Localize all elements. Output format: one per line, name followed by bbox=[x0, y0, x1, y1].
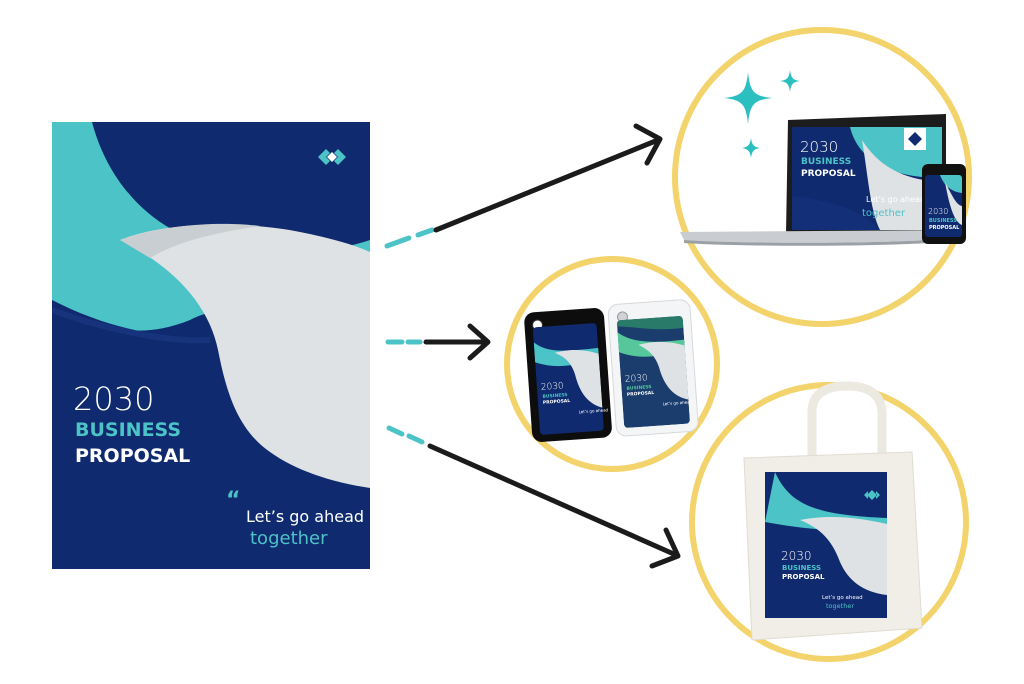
svg-text:2030: 2030 bbox=[541, 381, 565, 393]
small-phone-title-proposal: PROPOSAL bbox=[929, 225, 960, 231]
laptop-year: 2030 bbox=[800, 138, 838, 156]
svg-text:BUSINESS: BUSINESS bbox=[542, 392, 567, 400]
laptop-title-business: BUSINESS bbox=[801, 157, 851, 167]
tote-title-business: BUSINESS bbox=[782, 564, 821, 572]
svg-text:BUSINESS: BUSINESS bbox=[626, 384, 651, 392]
phone-case-white: 2030 BUSINESS PROPOSAL Let’s go ahead bbox=[607, 299, 699, 437]
arrow-middle bbox=[385, 323, 491, 361]
arrow-top bbox=[384, 123, 663, 249]
tote-year: 2030 bbox=[781, 549, 812, 563]
tote-slogan-line1: Let’s go ahead bbox=[822, 595, 863, 601]
arrow-right-icon bbox=[649, 527, 681, 569]
tote-bag-icon: 2030 BUSINESS PROPOSAL Let’s go ahead to… bbox=[743, 381, 923, 641]
arrow-bottom bbox=[386, 425, 681, 569]
phone-icon: 2030 BUSINESS PROPOSAL bbox=[922, 164, 966, 244]
diamond-logo-icon bbox=[318, 149, 346, 165]
poster-year: 2030 bbox=[73, 380, 154, 418]
svg-text:PROPOSAL: PROPOSAL bbox=[543, 398, 571, 406]
laptop-base bbox=[680, 230, 955, 243]
tote-handle bbox=[807, 381, 887, 468]
diamond-logo-icon bbox=[908, 132, 922, 146]
svg-text:PROPOSAL: PROPOSAL bbox=[627, 390, 655, 398]
svg-text:2030: 2030 bbox=[625, 373, 649, 385]
poster-shade bbox=[120, 223, 260, 258]
poster-navy-wave bbox=[52, 300, 370, 569]
poster-title-proposal: PROPOSAL bbox=[75, 445, 190, 467]
diamond-logo-icon bbox=[864, 490, 880, 500]
sparkle-icon bbox=[724, 70, 800, 158]
arrow-right-icon bbox=[467, 323, 491, 361]
main-poster bbox=[52, 122, 370, 569]
poster-quote-mark: “ bbox=[226, 488, 240, 513]
small-phone-title-business: BUSINESS bbox=[929, 218, 957, 224]
poster-wave-line bbox=[52, 307, 211, 344]
small-phone-year: 2030 bbox=[928, 207, 948, 216]
arrow-right-icon bbox=[633, 123, 663, 166]
poster-slogan-line1: Let’s go ahead bbox=[246, 507, 364, 526]
laptop-slogan-line1: Let’s go ahead bbox=[866, 195, 925, 204]
tote-slogan-line2: together bbox=[826, 602, 854, 610]
laptop-slogan-line2: together bbox=[862, 208, 906, 219]
svg-text:Let’s go ahead: Let’s go ahead bbox=[578, 407, 608, 414]
laptop-title-proposal: PROPOSAL bbox=[801, 169, 856, 179]
laptop-icon: 2030 BUSINESS PROPOSAL Let’s go ahead to… bbox=[680, 114, 955, 246]
phone-case-black: 2030 BUSINESS PROPOSAL Let’s go ahead bbox=[524, 308, 612, 442]
svg-text:Let’s go ahead: Let’s go ahead bbox=[662, 399, 692, 406]
poster-slogan-line2: together bbox=[250, 528, 328, 549]
poster-gray-shape bbox=[120, 224, 370, 488]
tote-title-proposal: PROPOSAL bbox=[782, 573, 825, 581]
poster-title-business: BUSINESS bbox=[75, 419, 181, 441]
